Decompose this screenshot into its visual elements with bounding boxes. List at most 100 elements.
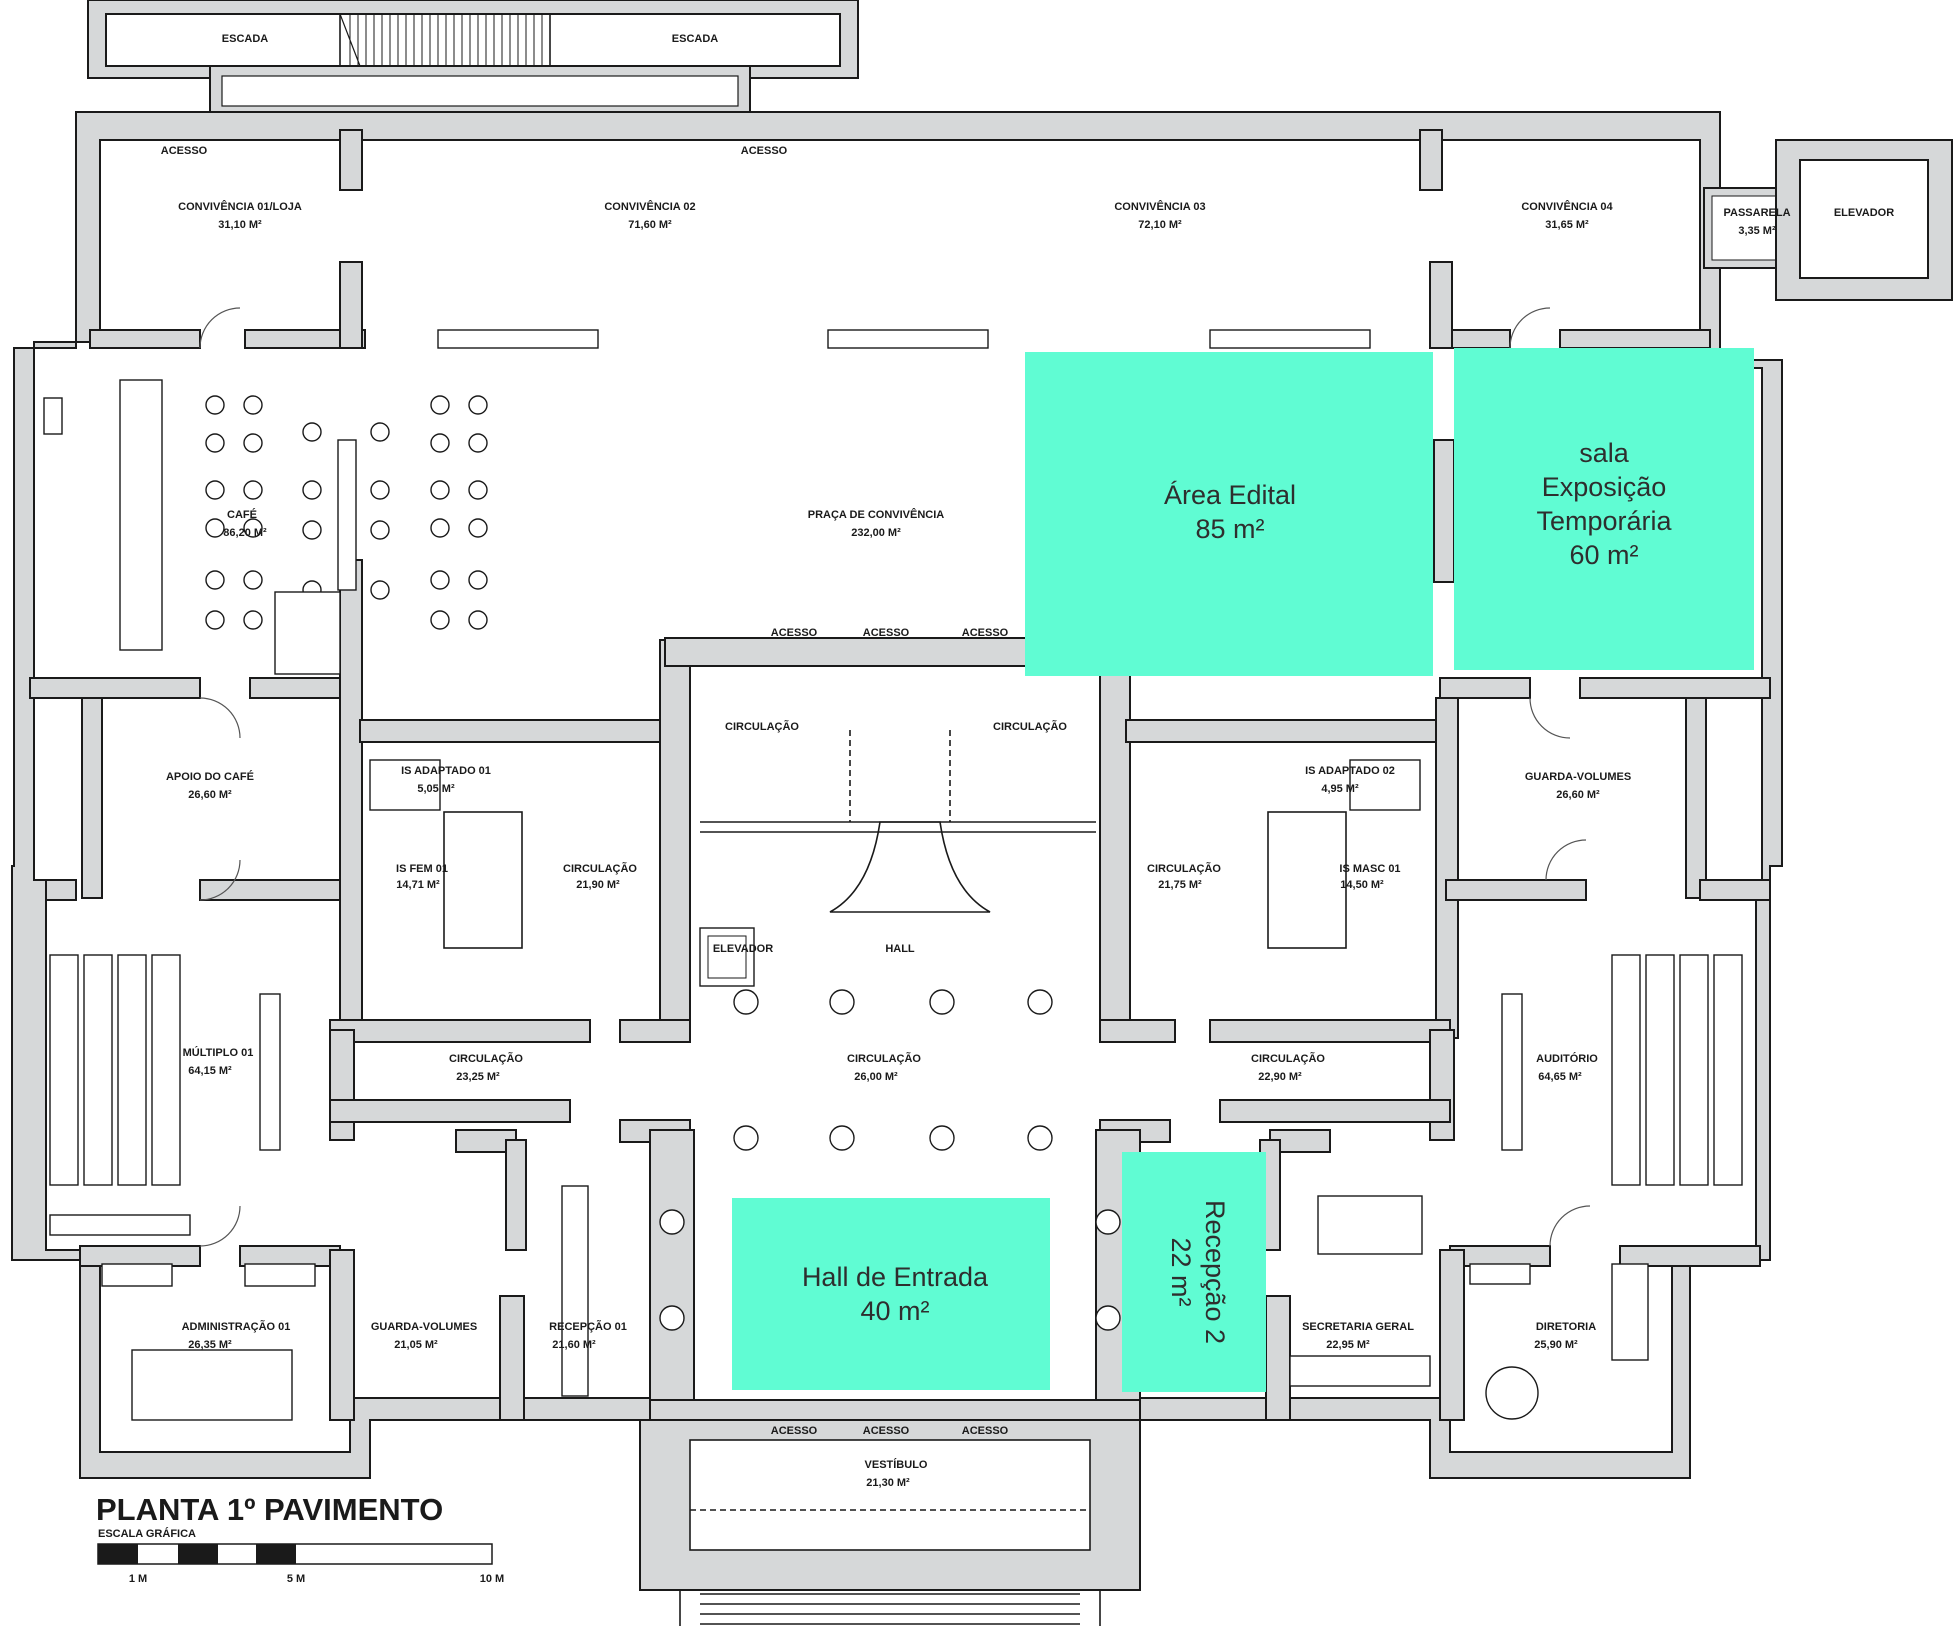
scale-tick-10: 10 M: [480, 1573, 504, 1585]
area-auditorio: 64,65 M²: [1538, 1071, 1582, 1083]
area-circ-r: 21,75 M²: [1158, 879, 1202, 891]
external-elevator: [1703, 139, 1953, 301]
highlight-labels: Área Edital 85 m² sala Exposição Temporá…: [802, 438, 1673, 1344]
area-diretoria: 25,90 M²: [1534, 1339, 1578, 1351]
label-circ-hall-l: CIRCULAÇÃO: [725, 720, 799, 733]
area-apoio-cafe: 26,60 M²: [188, 789, 232, 801]
label-secretaria: SECRETARIA GERAL: [1302, 1321, 1414, 1333]
area-is-masc-01: 14,50 M²: [1340, 879, 1384, 891]
label-cafe: CAFÉ: [227, 508, 257, 521]
label-diretoria: DIRETORIA: [1536, 1321, 1596, 1333]
label-circ-l: CIRCULAÇÃO: [563, 862, 637, 875]
label-is-adapt-02: IS ADAPTADO 02: [1305, 765, 1395, 777]
label-guarda-vol-l: GUARDA-VOLUMES: [371, 1321, 477, 1333]
label-acesso-h3: ACESSO: [962, 627, 1009, 639]
sala-expo-line3: Temporária: [1536, 506, 1672, 536]
recepcao-2-title: Recepção 2: [1200, 1200, 1230, 1344]
label-hall: HALL: [885, 943, 915, 955]
area-circ-m2: 26,00 M²: [854, 1071, 898, 1083]
hall-entrada-zone: [732, 1198, 1050, 1390]
area-circ-m3: 22,90 M²: [1258, 1071, 1302, 1083]
hall-columns: [659, 989, 1121, 1331]
label-praca: PRAÇA DE CONVIVÊNCIA: [808, 508, 945, 521]
label-elevador-ext: ELEVADOR: [1834, 207, 1894, 219]
label-apoio-cafe: APOIO DO CAFÉ: [166, 770, 254, 783]
area-secretaria: 22,95 M²: [1326, 1339, 1370, 1351]
label-convivencia-04: CONVIVÊNCIA 04: [1521, 200, 1613, 213]
label-acesso-v2: ACESSO: [863, 1425, 910, 1437]
label-convivencia-03: CONVIVÊNCIA 03: [1114, 200, 1205, 213]
area-passarela: 3,35 M²: [1738, 225, 1776, 237]
area-praca: 232,00 M²: [851, 527, 901, 539]
label-guarda-vol-r: GUARDA-VOLUMES: [1525, 771, 1631, 783]
scale-tick-5: 5 M: [287, 1573, 305, 1585]
room-labels: ESCADA ESCADA ACESSO ACESSO CONVIVÊNCIA …: [161, 33, 1894, 1489]
recepcao-2-size: 22 m²: [1166, 1237, 1196, 1306]
sala-expo-line2: Exposição: [1542, 472, 1667, 502]
area-is-fem-01: 14,71 M²: [396, 879, 440, 891]
entrance-steps: [639, 1419, 1141, 1626]
label-recepcao-01: RECEPÇÃO 01: [549, 1320, 627, 1333]
area-convivencia-04: 31,65 M²: [1545, 219, 1589, 231]
label-circ-hall-r: CIRCULAÇÃO: [993, 720, 1067, 733]
auditorio-seats: [1501, 954, 1743, 1186]
cafe-furniture: [43, 379, 488, 675]
area-edital-size: 85 m²: [1195, 514, 1264, 544]
label-acesso-h1: ACESSO: [771, 627, 818, 639]
plan-title: PLANTA 1º PAVIMENTO: [96, 1492, 443, 1527]
label-multiplo: MÚLTIPLO 01: [183, 1046, 254, 1059]
area-vestibulo: 21,30 M²: [866, 1477, 910, 1489]
area-circ-l: 21,90 M²: [576, 879, 620, 891]
hall-entrada-size: 40 m²: [860, 1296, 929, 1326]
area-convivencia-01: 31,10 M²: [218, 219, 262, 231]
plan-title-block: PLANTA 1º PAVIMENTO ESCALA GRÁFICA 1 M 5…: [96, 1492, 504, 1585]
label-administracao: ADMINISTRAÇÃO 01: [182, 1320, 291, 1333]
label-acesso-n1: ACESSO: [161, 145, 208, 157]
area-circ-m1: 23,25 M²: [456, 1071, 500, 1083]
area-cafe: 86,20 M²: [223, 527, 267, 539]
area-guarda-vol-r: 26,60 M²: [1556, 789, 1600, 801]
label-is-fem-01: IS FEM 01: [396, 863, 448, 875]
interior-walls: [29, 129, 1771, 1421]
area-convivencia-03: 72,10 M²: [1138, 219, 1182, 231]
area-convivencia-02: 71,60 M²: [628, 219, 672, 231]
label-convivencia-02: CONVIVÊNCIA 02: [604, 200, 695, 213]
label-convivencia-01: CONVIVÊNCIA 01/LOJA: [178, 200, 302, 213]
label-auditorio: AUDITÓRIO: [1536, 1052, 1598, 1065]
office-furniture: [101, 1185, 1649, 1421]
multiplo-seats: [49, 954, 281, 1236]
label-passarela: PASSARELA: [1723, 207, 1790, 219]
label-is-masc-01: IS MASC 01: [1339, 863, 1400, 875]
label-escada-2: ESCADA: [672, 33, 719, 45]
area-administracao: 26,35 M²: [188, 1339, 232, 1351]
area-edital-zone: [1025, 352, 1433, 676]
sala-exposicao-zone: [1454, 348, 1754, 670]
highlight-areas: [732, 348, 1754, 1392]
area-is-adapt-02: 4,95 M²: [1321, 783, 1359, 795]
label-acesso-v1: ACESSO: [771, 1425, 818, 1437]
scale-tick-1: 1 M: [129, 1573, 147, 1585]
label-acesso-n2: ACESSO: [741, 145, 788, 157]
top-stair-block: [87, 0, 859, 115]
sala-expo-line1: sala: [1579, 438, 1630, 468]
label-vestibulo: VESTÍBULO: [865, 1458, 928, 1471]
sala-expo-size: 60 m²: [1569, 540, 1638, 570]
hall-stair: [699, 730, 1096, 987]
label-elevador-int: ELEVADOR: [713, 943, 773, 955]
label-acesso-v3: ACESSO: [962, 1425, 1009, 1437]
recepcao-2-zone: [1122, 1152, 1266, 1392]
label-escada-1: ESCADA: [222, 33, 269, 45]
scale-bar: [97, 1543, 493, 1565]
label-is-adapt-01: IS ADAPTADO 01: [401, 765, 491, 777]
hall-entrada-title: Hall de Entrada: [802, 1262, 989, 1292]
label-circ-m2: CIRCULAÇÃO: [847, 1052, 921, 1065]
area-guarda-vol-l: 21,05 M²: [394, 1339, 438, 1351]
area-multiplo: 64,15 M²: [188, 1065, 232, 1077]
door-swings: [199, 307, 1591, 1247]
label-circ-r: CIRCULAÇÃO: [1147, 862, 1221, 875]
area-edital-title: Área Edital: [1164, 480, 1296, 510]
label-circ-m1: CIRCULAÇÃO: [449, 1052, 523, 1065]
label-circ-m3: CIRCULAÇÃO: [1251, 1052, 1325, 1065]
label-acesso-h2: ACESSO: [863, 627, 910, 639]
